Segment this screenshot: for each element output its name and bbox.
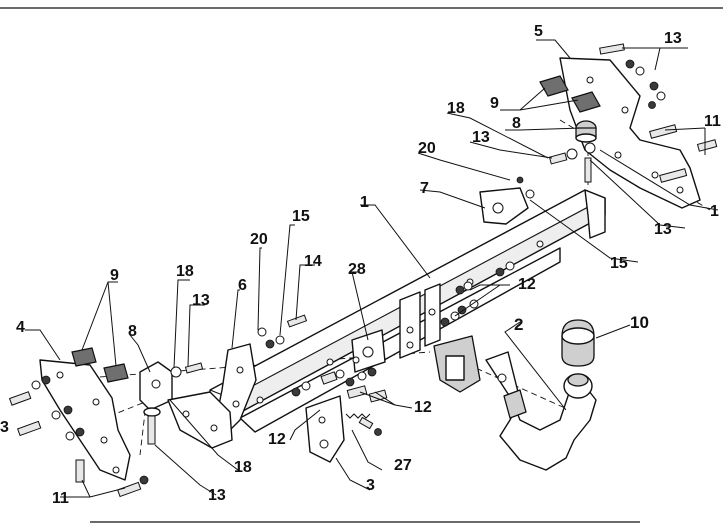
label-20-left: 20 [250,231,268,248]
label-27: 27 [394,457,412,474]
label-14: 14 [304,253,322,270]
label-12-mid: 12 [414,399,432,416]
label-13-mid: 13 [472,129,490,146]
label-9-left: 9 [110,267,119,284]
label-13-right: 13 [654,221,672,238]
label-13-left: 13 [192,292,210,309]
label-9-top: 9 [490,95,499,112]
label-4: 4 [16,319,25,336]
label-15-left: 15 [292,208,310,225]
socket-bracket [305,395,382,463]
side-support-plate [479,176,535,225]
label-11-left: 11 [52,490,69,507]
clamp-plates-top [539,75,601,183]
left-mounting-plate [167,391,233,449]
label-13-top: 13 [664,30,682,47]
label-18-left: 18 [176,263,194,280]
label-8-left: 8 [128,323,137,340]
label-6: 6 [238,277,247,294]
label-12-left: 12 [268,431,286,448]
socket-plate [351,329,386,373]
left-spacer-lug [139,361,173,445]
tow-ball-neck [433,335,597,471]
right-side-bracket [559,43,718,209]
label-7: 7 [420,180,429,197]
label-3: 3 [366,477,375,494]
label-18-top: 18 [447,100,465,117]
main-cross-beam [209,189,606,433]
label-5: 5 [534,23,543,40]
label-12-top: 12 [518,276,536,293]
label-8-top: 8 [512,115,521,132]
left-fasteners [8,314,388,498]
label-10: 10 [630,313,649,332]
label-20-top: 20 [418,140,436,157]
label-15-right: 15 [610,255,628,272]
label-18-bottom: 18 [234,459,252,476]
label-1-beam: 1 [360,194,369,211]
label-13-bottom: 13 [208,487,226,504]
label-2: 2 [514,315,523,334]
label-28: 28 [348,261,366,278]
part-number-labels: 5 13 9 8 18 13 11 1 20 7 1 13 15 15 20 1… [0,23,721,507]
tow-ball-cap [561,319,595,367]
label-1-right: 1 [710,203,719,220]
label-3-edge: 3 [0,419,9,436]
label-11-right: 11 [704,113,721,130]
leader-lines [25,39,719,498]
left-side-bracket [39,347,131,481]
